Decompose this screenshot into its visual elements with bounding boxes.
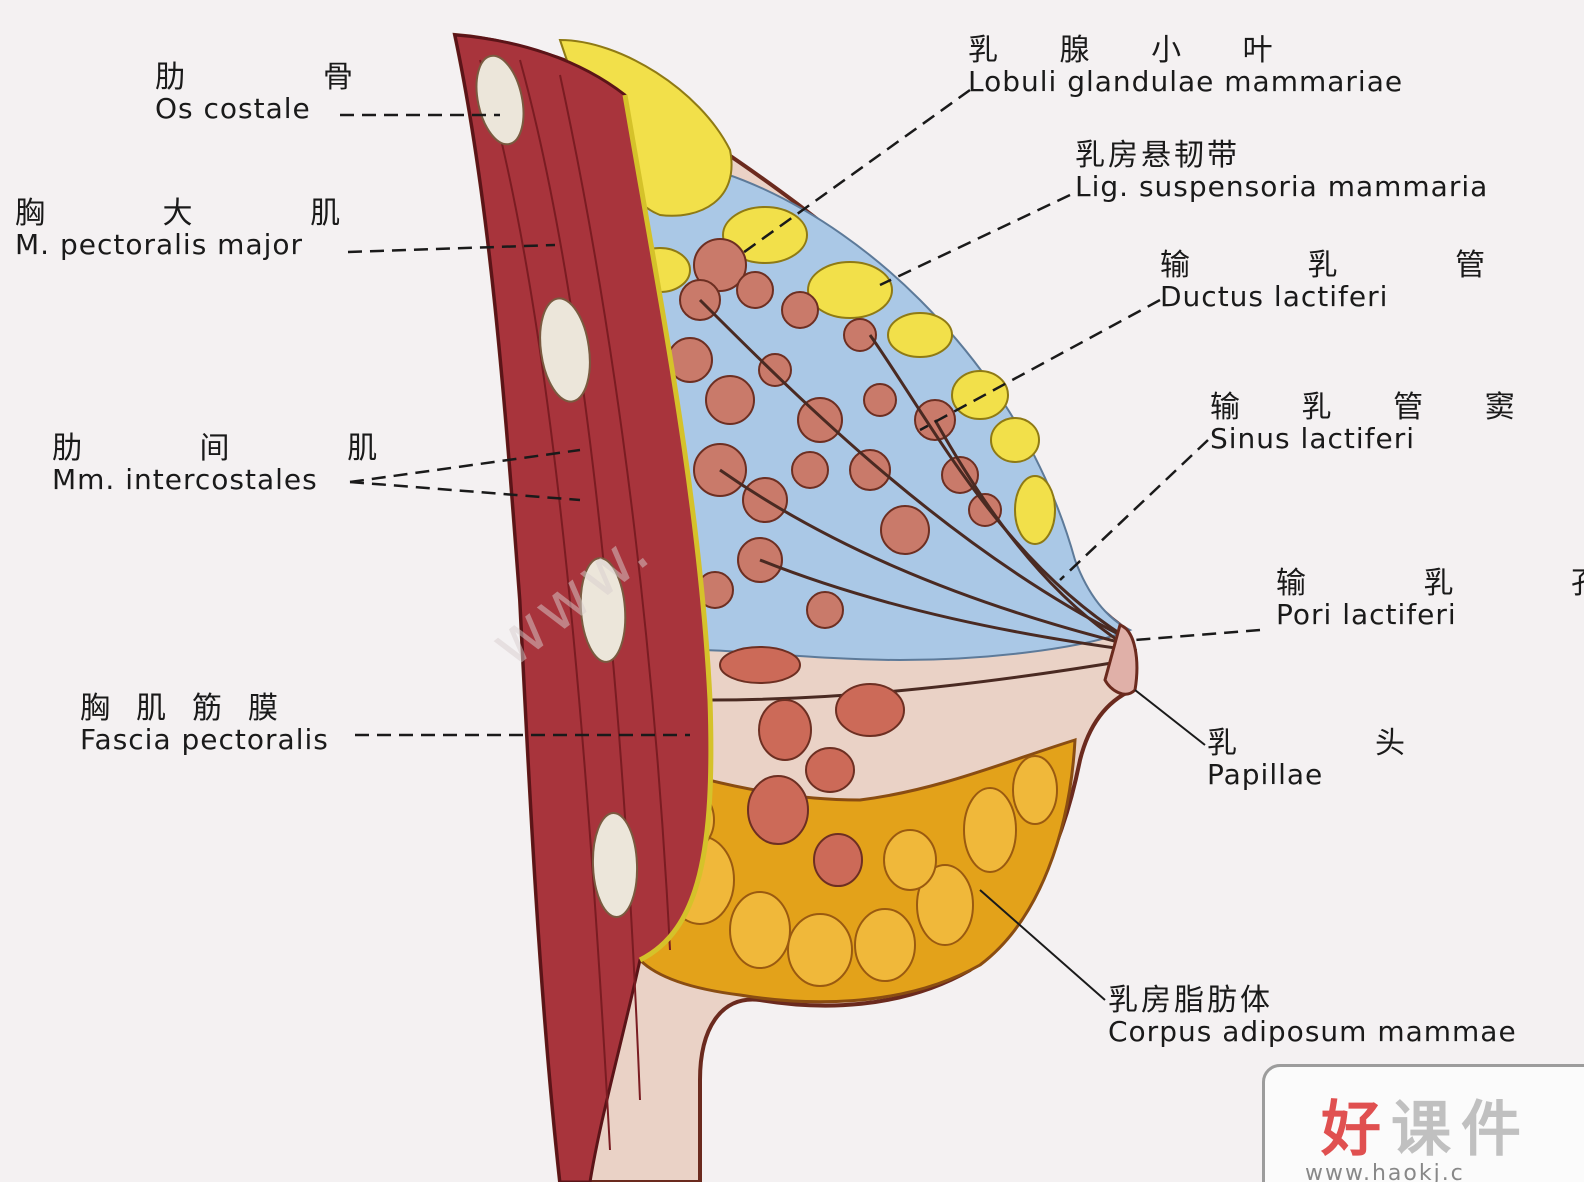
label-fascia-pectoralis-cn: 胸肌筋膜 [80,693,329,725]
label-os-costale: 肋 骨 Os costale [155,62,407,123]
label-lig-suspensoria: 乳房悬韧带 Lig. suspensoria mammaria [1075,140,1488,201]
label-sinus-cn: 输 乳 管 窦 [1210,392,1541,424]
label-corpus: 乳房脂肪体 Corpus adiposum mammae [1108,985,1517,1046]
site-logo-text: 好课件 [1321,1081,1531,1168]
label-ductus-cn: 输 乳 管 [1160,250,1539,282]
label-fascia-pectoralis: 胸肌筋膜 Fascia pectoralis [80,693,329,754]
label-lig-suspensoria-cn: 乳房悬韧带 [1075,140,1488,172]
label-ductus-lat: Ductus lactiferi [1160,282,1539,311]
site-logo-url: www.haokj.c [1305,1161,1465,1182]
label-pori-lat: Pori lactiferi [1276,600,1584,629]
label-intercostales: 肋 间 肌 Mm. intercostales [52,433,431,494]
label-intercostales-cn: 肋 间 肌 [52,433,431,465]
label-papillae-cn: 乳 头 [1207,728,1459,760]
label-lobuli-lat: Lobuli glandulae mammariae [968,67,1403,96]
label-corpus-cn: 乳房脂肪体 [1108,985,1517,1017]
site-logo: 好课件 www.haokj.c [1262,1064,1584,1182]
label-corpus-lat: Corpus adiposum mammae [1108,1017,1517,1046]
label-papillae-lat: Papillae [1207,760,1459,789]
label-pectoralis-major: 胸 大 肌 M. pectoralis major [15,198,394,259]
logo-first-char: 好 [1321,1095,1391,1165]
label-pori-cn: 输 乳 孔 [1276,568,1584,600]
label-os-costale-lat: Os costale [155,94,407,123]
label-sinus: 输 乳 管 窦 Sinus lactiferi [1210,392,1541,453]
label-papillae: 乳 头 Papillae [1207,728,1459,789]
label-lig-suspensoria-lat: Lig. suspensoria mammaria [1075,172,1488,201]
label-os-costale-cn: 肋 骨 [155,62,407,94]
label-pori: 输 乳 孔 Pori lactiferi [1276,568,1584,629]
label-pectoralis-major-cn: 胸 大 肌 [15,198,394,230]
label-ductus: 输 乳 管 Ductus lactiferi [1160,250,1539,311]
label-intercostales-lat: Mm. intercostales [52,465,431,494]
label-pectoralis-major-lat: M. pectoralis major [15,230,394,259]
label-lobuli-cn: 乳 腺 小 叶 [968,35,1403,67]
label-fascia-pectoralis-lat: Fascia pectoralis [80,725,329,754]
label-lobuli: 乳 腺 小 叶 Lobuli glandulae mammariae [968,35,1403,96]
label-sinus-lat: Sinus lactiferi [1210,424,1541,453]
